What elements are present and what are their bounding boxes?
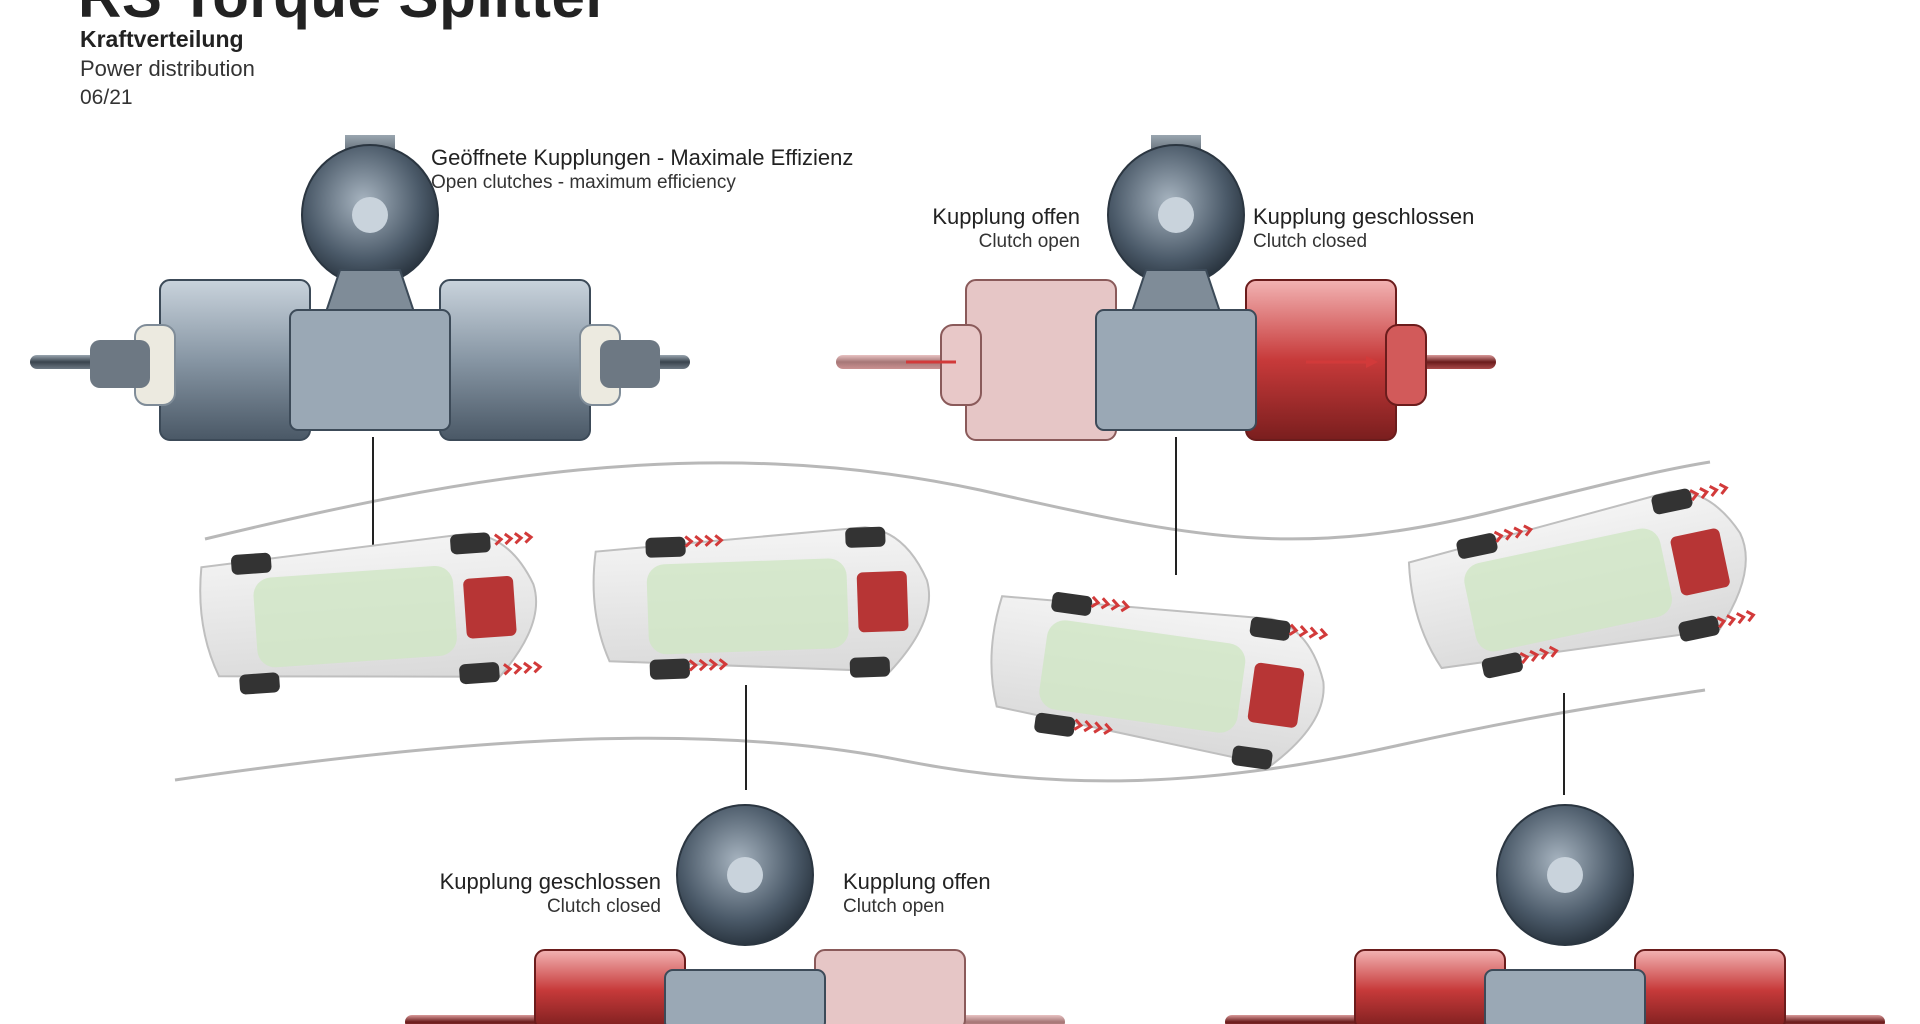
label-bl-left-en: Clutch closed	[546, 896, 661, 917]
label-tr-left-en: Clutch open	[978, 231, 1080, 252]
torque-splitter-unit-left-closed	[405, 804, 1065, 1024]
label-bl-left-de: Kupplung geschlossen	[439, 869, 661, 894]
subtitle-de: Kraftverteilung	[80, 26, 244, 52]
label-open-clutches-de: Geöffnete Kupplungen - Maximale Effizien…	[431, 145, 854, 170]
torque-splitter-unit-right-closed	[836, 135, 1496, 441]
label-tr-right-de: Kupplung geschlossen	[1253, 204, 1475, 229]
date-code: 06/21	[80, 86, 133, 109]
label-open-clutches-en: Open clutches - maximum efficiency	[431, 172, 736, 193]
subtitle-en: Power distribution	[80, 56, 255, 81]
car-1	[199, 530, 542, 695]
label-bl-right-de: Kupplung offen	[843, 869, 991, 894]
label-tr-right-en: Clutch closed	[1253, 231, 1368, 252]
road-lower-line	[174, 688, 1706, 783]
torque-splitter-unit-open	[30, 135, 690, 441]
car-4	[1407, 481, 1756, 679]
car-2	[592, 526, 931, 680]
page-title: RS Torque Splitter	[78, 0, 609, 31]
label-tr-left-de: Kupplung offen	[932, 204, 1080, 229]
label-bl-right-en: Clutch open	[843, 896, 945, 917]
road-upper-line	[204, 460, 1711, 541]
car-3	[990, 592, 1329, 770]
torque-splitter-unit-both-closed	[1225, 804, 1885, 1024]
